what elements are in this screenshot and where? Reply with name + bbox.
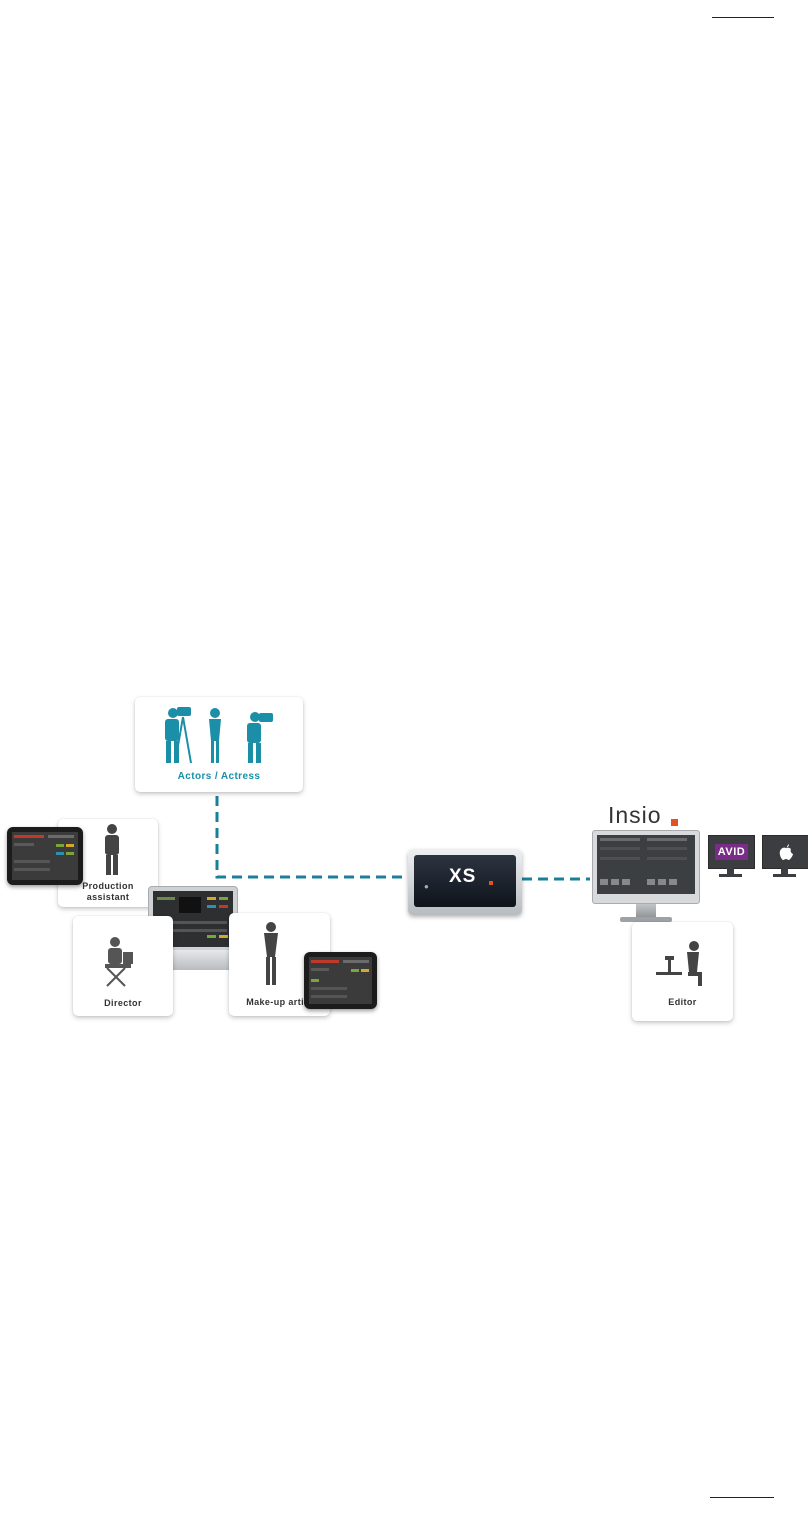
tablet-left <box>7 827 83 885</box>
actors-card: Actors / Actress <box>135 697 303 792</box>
production-assistant-label: Production assistant <box>82 881 134 902</box>
line-actors-to-xs <box>215 796 408 879</box>
footer-rule <box>710 1497 774 1498</box>
apple-monitor <box>762 835 808 881</box>
makeup-artist-label: Make-up artist <box>246 997 313 1007</box>
apple-icon <box>779 844 793 860</box>
editor-card: Editor <box>632 922 733 1021</box>
camera-crew-silhouettes-icon <box>165 707 273 764</box>
insio-monitor <box>592 830 700 935</box>
director-label: Director <box>104 998 142 1008</box>
production-assistant-silhouette-icon <box>105 824 119 875</box>
xs-network-icon: ● <box>424 882 429 891</box>
makeup-artist-silhouette-icon <box>264 922 278 985</box>
director-chair-silhouette-icon <box>105 937 133 987</box>
xs-server: ● XS <box>408 849 522 915</box>
tablet-right <box>304 952 377 1009</box>
xs-brand: XS <box>449 866 477 887</box>
director-card: Director <box>73 916 173 1016</box>
editor-silhouette-icon <box>656 941 702 986</box>
insio-logo: Insio <box>608 802 662 828</box>
actors-label: Actors / Actress <box>177 771 261 782</box>
xs-brand-dot <box>489 881 493 885</box>
header-rule <box>712 17 774 18</box>
avid-logo: AVID <box>714 844 749 860</box>
avid-monitor: AVID <box>708 835 755 881</box>
editor-label: Editor <box>668 997 697 1007</box>
insio-logo-dot <box>671 819 678 826</box>
